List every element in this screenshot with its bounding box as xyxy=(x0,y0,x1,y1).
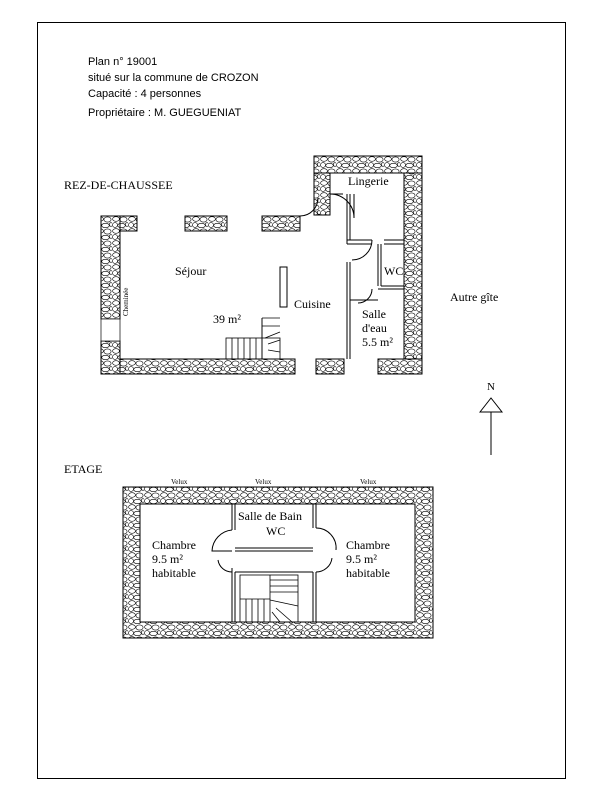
capacity-line: Capacité : 4 personnes xyxy=(88,88,202,100)
room-lingerie: Lingerie xyxy=(348,174,389,188)
room-chambre-right: Chambre xyxy=(346,538,390,552)
commune-line: situé sur la commune de CROZON xyxy=(88,72,259,84)
room-chambre-left: Chambre xyxy=(152,538,196,552)
upper-floor-staircase xyxy=(239,574,299,623)
chambre-right-note: habitable xyxy=(346,566,390,580)
chambre-left-area: 9.5 m² xyxy=(152,552,183,566)
chambre-left-note: habitable xyxy=(152,566,196,580)
room-salle-de-bain: Salle de Bain xyxy=(238,509,302,523)
velux-2: Velux xyxy=(255,478,272,486)
owner-line: Propriétaire : M. GUEGUENIAT xyxy=(88,107,242,119)
upper-floor-title: ETAGE xyxy=(64,462,102,476)
fireplace xyxy=(100,318,121,342)
room-cuisine: Cuisine xyxy=(294,297,331,311)
ground-floor-walls xyxy=(100,155,423,375)
room-wc: WC xyxy=(384,264,403,278)
room-salle-deau-line1: Salle xyxy=(362,307,386,321)
upper-floor-walls xyxy=(122,486,434,639)
cheminee-label: Cheminée xyxy=(122,288,130,316)
room-salle-deau-line2: d'eau xyxy=(362,321,387,335)
ground-floor-partitions xyxy=(279,193,404,359)
neighbor-label: Autre gîte xyxy=(450,290,498,304)
room-wc-upper: WC xyxy=(266,524,285,538)
ground-floor-staircase xyxy=(225,317,281,360)
plan-number: Plan n° 19001 xyxy=(88,56,158,68)
sejour-area: 39 m² xyxy=(213,312,241,326)
room-sejour: Séjour xyxy=(175,264,206,278)
north-arrow xyxy=(478,397,504,455)
upper-floor-partitions xyxy=(211,504,337,622)
velux-3: Velux xyxy=(360,478,377,486)
drawing-frame xyxy=(37,22,566,779)
chambre-right-area: 9.5 m² xyxy=(346,552,377,566)
compass-label: N xyxy=(487,381,495,393)
ground-floor-title: REZ-DE-CHAUSSEE xyxy=(64,178,173,192)
velux-1: Velux xyxy=(171,478,188,486)
salle-deau-area: 5.5 m² xyxy=(362,335,393,349)
